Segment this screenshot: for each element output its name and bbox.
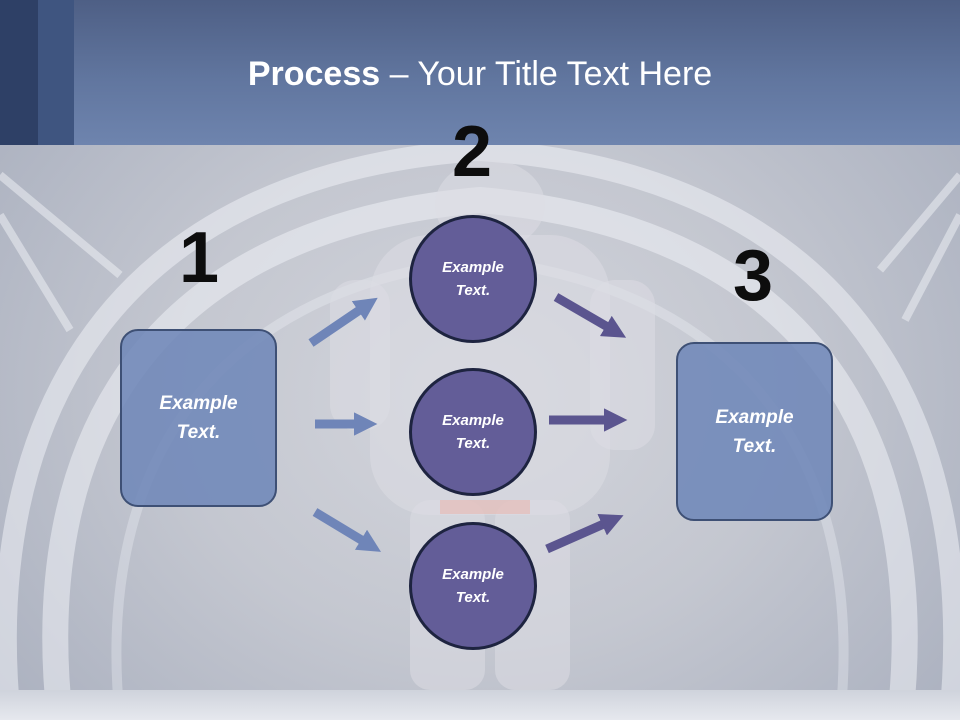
step-2-circle-top[interactable]: Example Text. [409, 215, 537, 343]
step-2-circle-bottom-label: Example Text. [442, 566, 504, 606]
step-number-3[interactable]: 3 [732, 236, 774, 316]
banner-accent-dark [0, 0, 38, 145]
step-2-circle-middle[interactable]: Example Text. [409, 368, 537, 496]
arrow-down-left [312, 508, 382, 552]
step-2-circle-bottom[interactable]: Example Text. [409, 522, 537, 650]
banner-accent-mid [38, 0, 74, 145]
floor [0, 690, 960, 720]
step-number-1[interactable]: 1 [178, 218, 220, 298]
step-1-label: Example Text. [159, 393, 238, 443]
slide-title[interactable]: Process – Your Title Text Here [0, 52, 960, 96]
step-2-circle-middle-label: Example Text. [442, 412, 504, 452]
arrow-up-right [545, 513, 624, 554]
title-banner: Process – Your Title Text Here [0, 0, 960, 145]
arrow-down-right [553, 293, 627, 338]
title-rest-part: – Your Title Text Here [380, 55, 713, 93]
title-bold-part: Process [247, 55, 381, 93]
step-2-circle-top-label: Example Text. [442, 259, 504, 299]
step-1-box[interactable]: Example Text. [120, 329, 277, 507]
step-3-label: Example Text. [715, 406, 794, 457]
arrow-up-left [308, 297, 378, 347]
step-number-2[interactable]: 2 [451, 112, 493, 192]
step-3-box[interactable]: Example Text. [676, 342, 833, 521]
